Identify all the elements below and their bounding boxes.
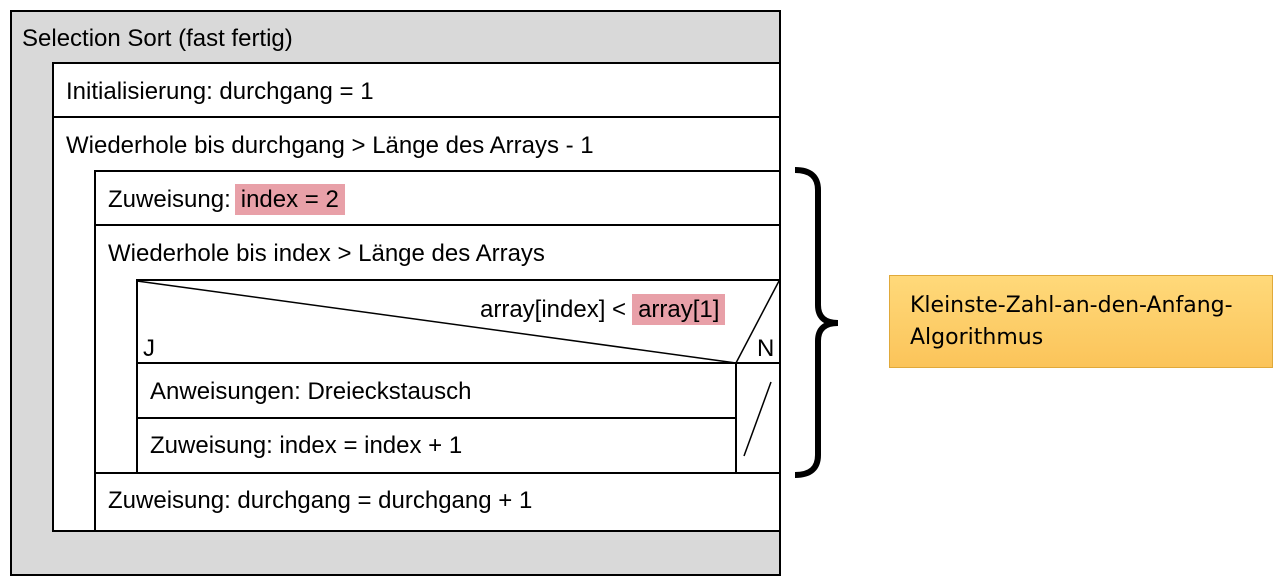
- curly-brace-icon: [794, 167, 839, 478]
- condition-highlight: array[1]: [632, 294, 726, 325]
- inner-loop-header: Wiederhole bis index > Länge des Arrays: [108, 240, 545, 267]
- then-statement-increment: Zuweisung: index = index + 1: [150, 432, 463, 459]
- condition-diagonal-left: [136, 280, 737, 364]
- condition-diagonal-right: [735, 280, 780, 364]
- outer-loop-header: Wiederhole bis durchgang > Länge des Arr…: [66, 132, 594, 159]
- outer-loop-body: [94, 170, 781, 532]
- then-statement-swap: Anweisungen: Dreieckstausch: [150, 378, 472, 405]
- no-label: N: [757, 335, 775, 362]
- yes-label: J: [143, 335, 155, 362]
- assign-index-row: Zuweisung:index = 2: [108, 184, 345, 215]
- condition-prefix: array[index] <: [480, 296, 627, 323]
- init-statement: Initialisierung: durchgang = 1: [66, 78, 374, 105]
- divider-increment: [94, 472, 781, 474]
- assign-index-prefix: Zuweisung:: [108, 186, 231, 213]
- annotation-line1: Kleinste-Zahl-an-den-Anfang-: [910, 293, 1233, 318]
- no-branch-empty-mark: [743, 381, 772, 457]
- inner-loop-body: [136, 279, 781, 473]
- divider-init: [52, 116, 781, 118]
- annotation-line2: Algorithmus: [910, 325, 1044, 350]
- increment-statement: Zuweisung: durchgang = durchgang + 1: [108, 487, 533, 514]
- assign-index-highlight: index = 2: [234, 184, 345, 215]
- condition-row: array[index] <array[1]: [480, 294, 726, 325]
- divider-assign: [94, 224, 781, 226]
- annotation-box: Kleinste-Zahl-an-den-Anfang- Algorithmus: [889, 275, 1273, 368]
- structogram-title: Selection Sort (fast fertig): [22, 25, 293, 52]
